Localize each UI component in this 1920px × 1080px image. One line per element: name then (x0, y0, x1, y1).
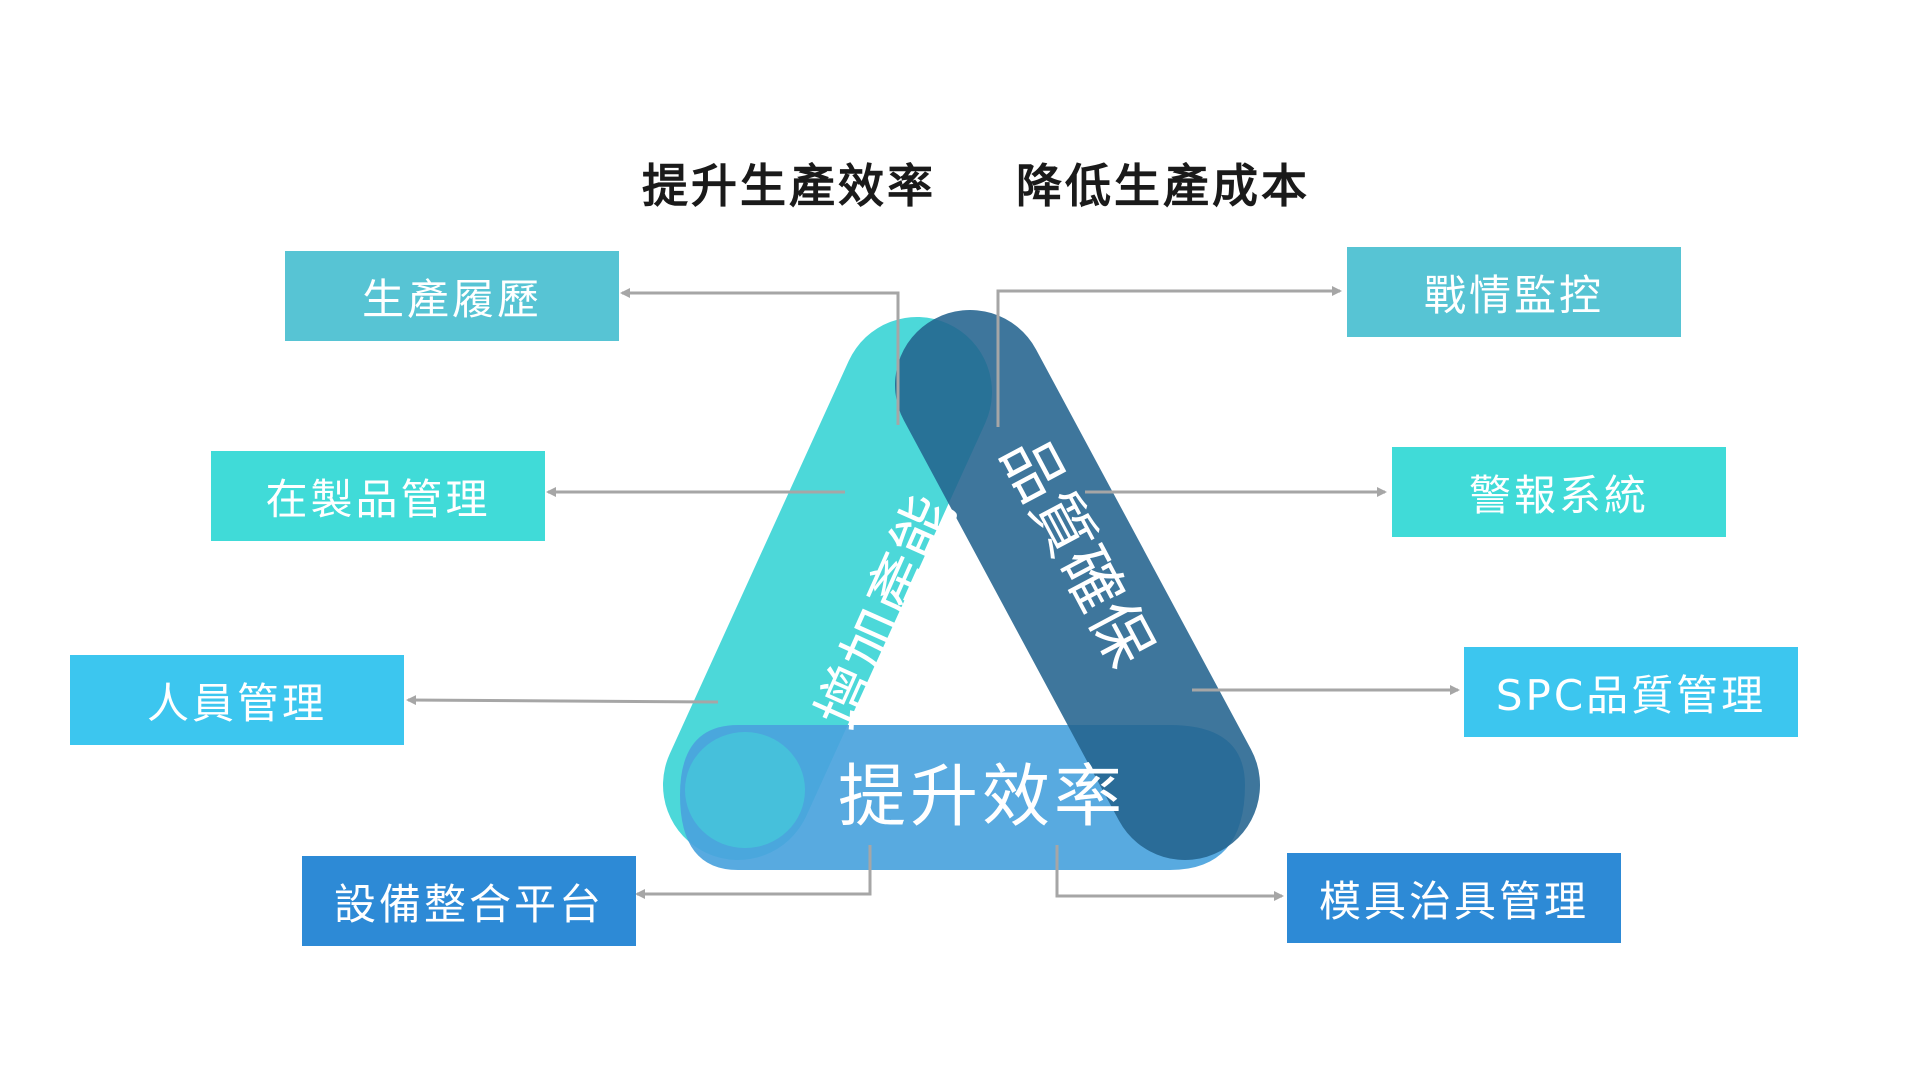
connector-equipment-platform (635, 845, 872, 899)
connector-personnel-management (406, 695, 719, 706)
box-personnel-management: 人員管理 (70, 655, 404, 745)
headline-improve-efficiency: 提升生產效率 (642, 159, 936, 213)
band-quality-assurance (895, 310, 1260, 860)
connector-war-room-monitoring (996, 286, 1342, 427)
box-wip-management: 在製品管理 (211, 451, 545, 541)
band-overlap-left (685, 732, 805, 848)
connector-production-history (620, 288, 900, 425)
connector-mold-fixture (1055, 845, 1284, 901)
headline-reduce-cost: 降低生產成本 (1016, 159, 1310, 213)
box-production-history: 生產履歷 (285, 251, 619, 341)
box-war-room-monitoring: 戰情監控 (1347, 247, 1681, 337)
box-equipment-platform: 設備整合平台 (302, 856, 636, 946)
box-alarm-system: 警報系統 (1392, 447, 1726, 537)
box-mold-fixture-management: 模具治具管理 (1287, 853, 1621, 943)
connectors (406, 286, 1460, 901)
box-spc-quality-management: SPC品質管理 (1464, 647, 1798, 737)
band-increase-capacity (663, 317, 992, 860)
band-label-bottom: 提升效率 (838, 758, 1126, 837)
